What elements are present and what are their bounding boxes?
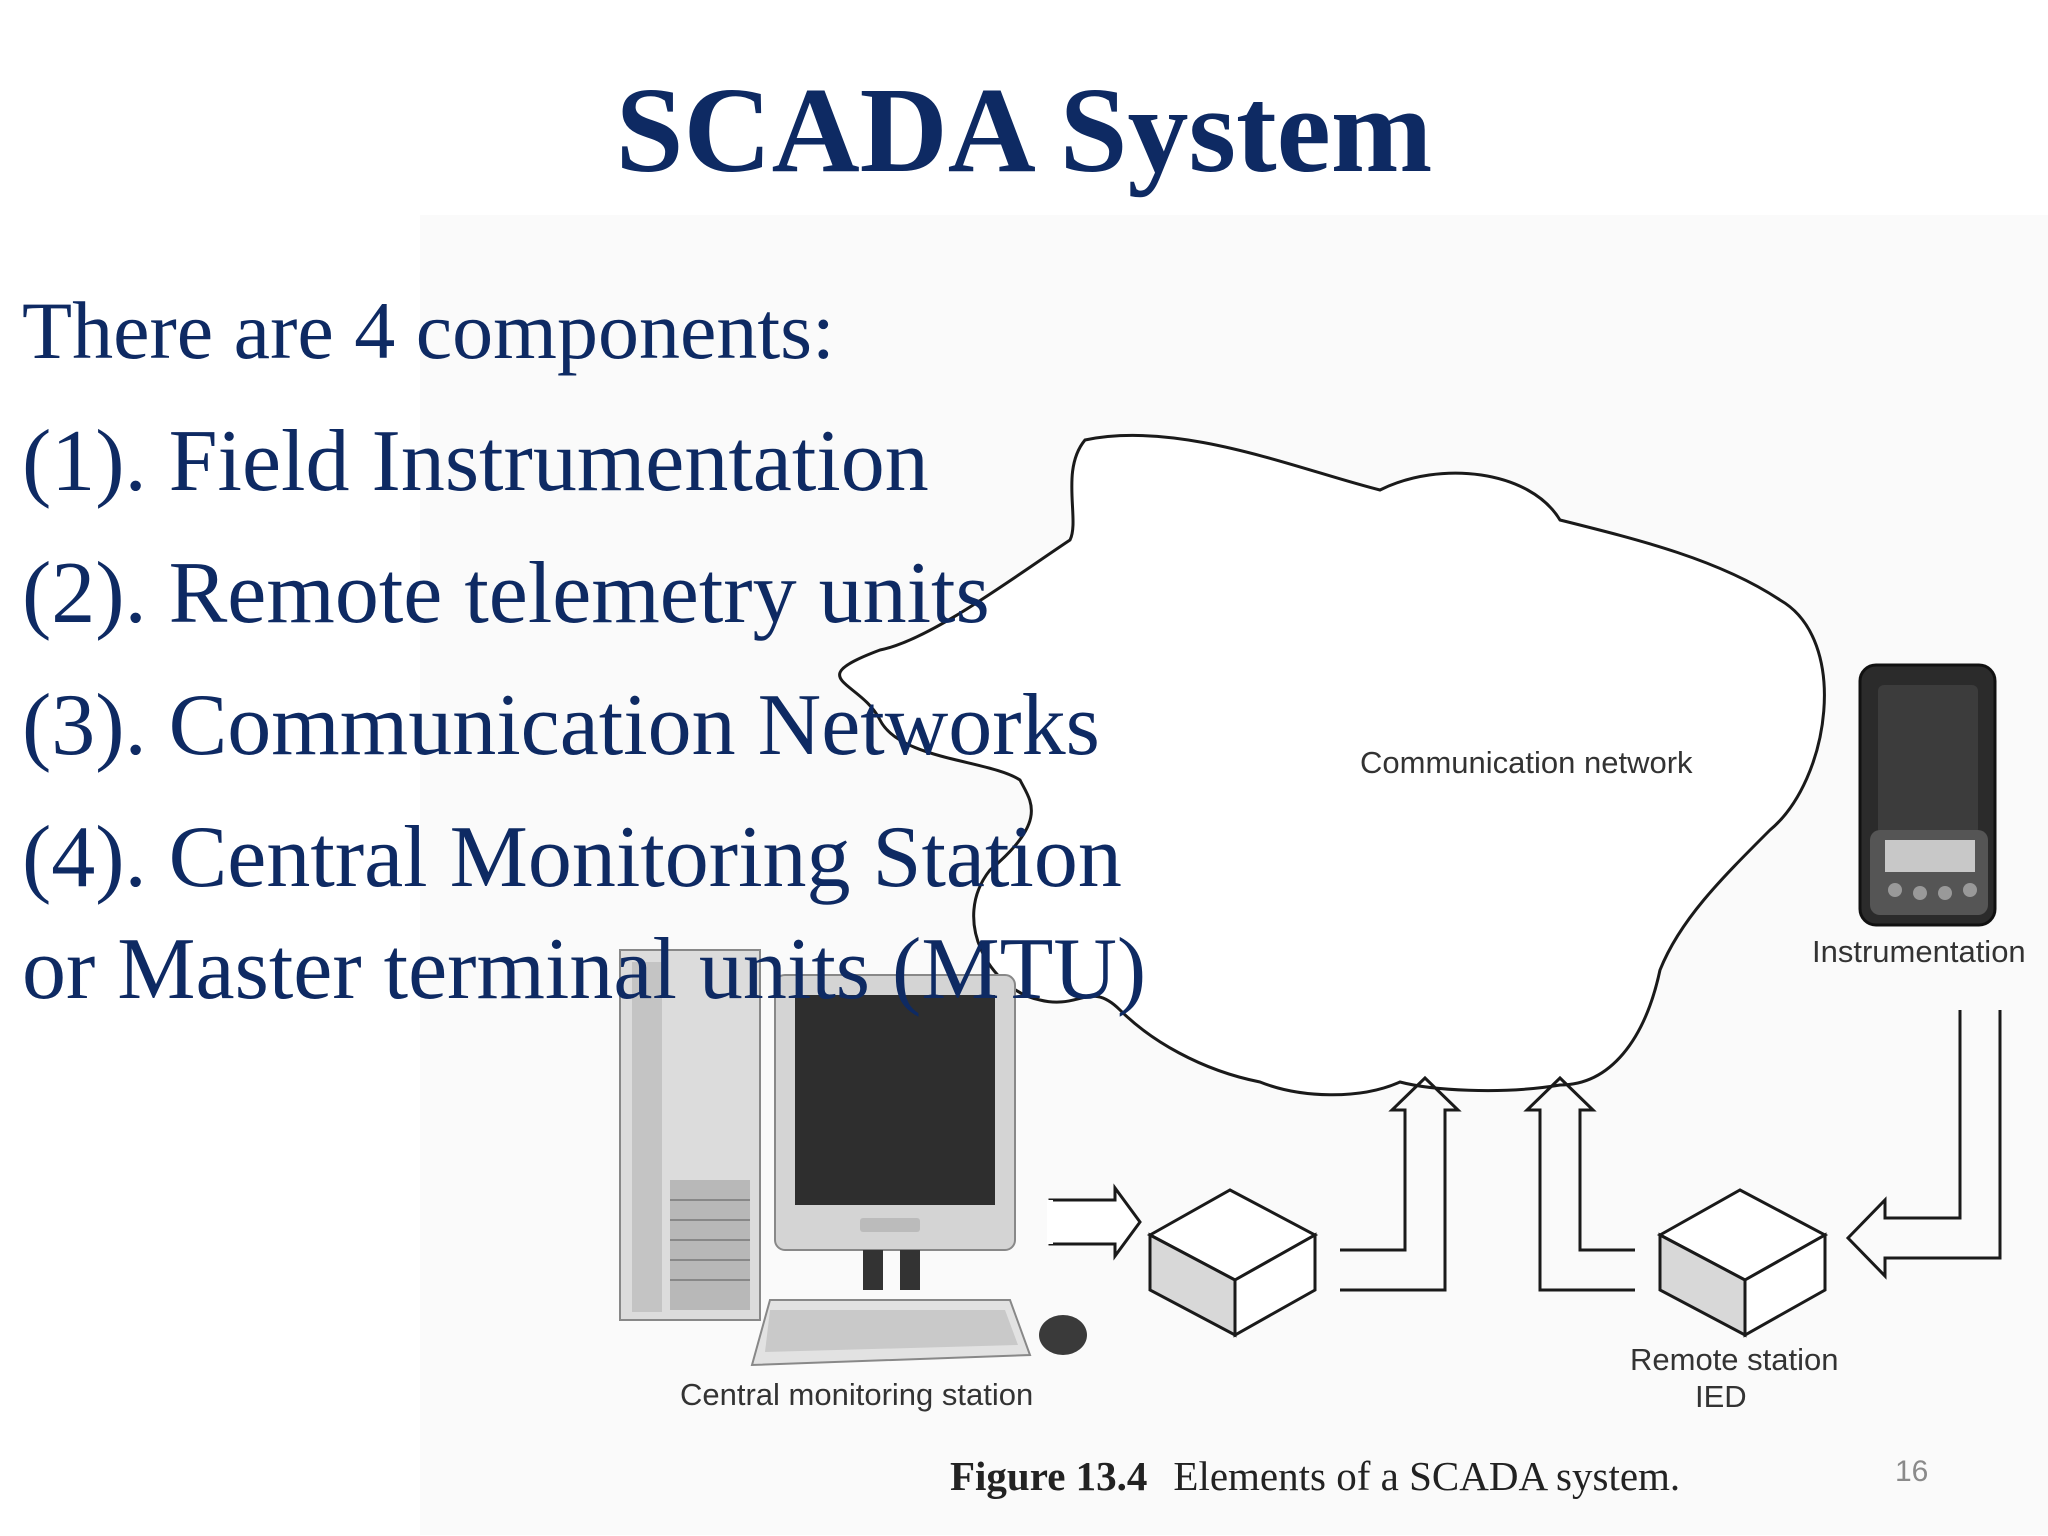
- arrow-instrumentation-to-remote: [1845, 1010, 2002, 1280]
- arrow-remote-to-cloud: [1523, 1075, 1635, 1292]
- communication-network-cloud: [838, 433, 1826, 1097]
- cloud-label: Communication network: [1360, 745, 1693, 780]
- remote-station-label: Remote station: [1630, 1342, 1839, 1377]
- figure-caption-text: Elements of a SCADA system.: [1173, 1453, 1681, 1499]
- list-item: (4). Central Monitoring Station: [22, 809, 1122, 906]
- central-station-label: Central monitoring station: [680, 1377, 1033, 1412]
- arrow-to-left-box: [1048, 1183, 1142, 1261]
- list-item: (3). Communication Networks: [22, 677, 1100, 774]
- page-number: 16: [1895, 1455, 1929, 1488]
- remote-unit-box-left: [1146, 1188, 1319, 1338]
- remote-ied-label: IED: [1695, 1379, 1747, 1414]
- computer-monitor-icon: [774, 974, 1016, 1290]
- slide-title: SCADA System: [615, 63, 1433, 198]
- figure-caption: Figure 13.4 Elements of a SCADA system.: [950, 1452, 1680, 1500]
- intro-text: There are 4 components:: [22, 285, 835, 376]
- list-item: (2). Remote telemetry units: [22, 545, 990, 642]
- keyboard-icon: [750, 1299, 1032, 1367]
- list-item: or Master terminal units (MTU): [22, 921, 1147, 1018]
- figure-number: Figure 13.4: [950, 1453, 1148, 1499]
- instrumentation-label: Instrumentation: [1812, 934, 2026, 969]
- remote-station-box: [1656, 1188, 1829, 1338]
- mouse-icon: [1039, 1315, 1087, 1355]
- arrow-left-box-to-cloud: [1340, 1075, 1462, 1292]
- computer-tower-icon: [619, 949, 761, 1321]
- instrumentation-device-icon: [1858, 663, 1997, 927]
- list-item: (1). Field Instrumentation: [22, 413, 929, 510]
